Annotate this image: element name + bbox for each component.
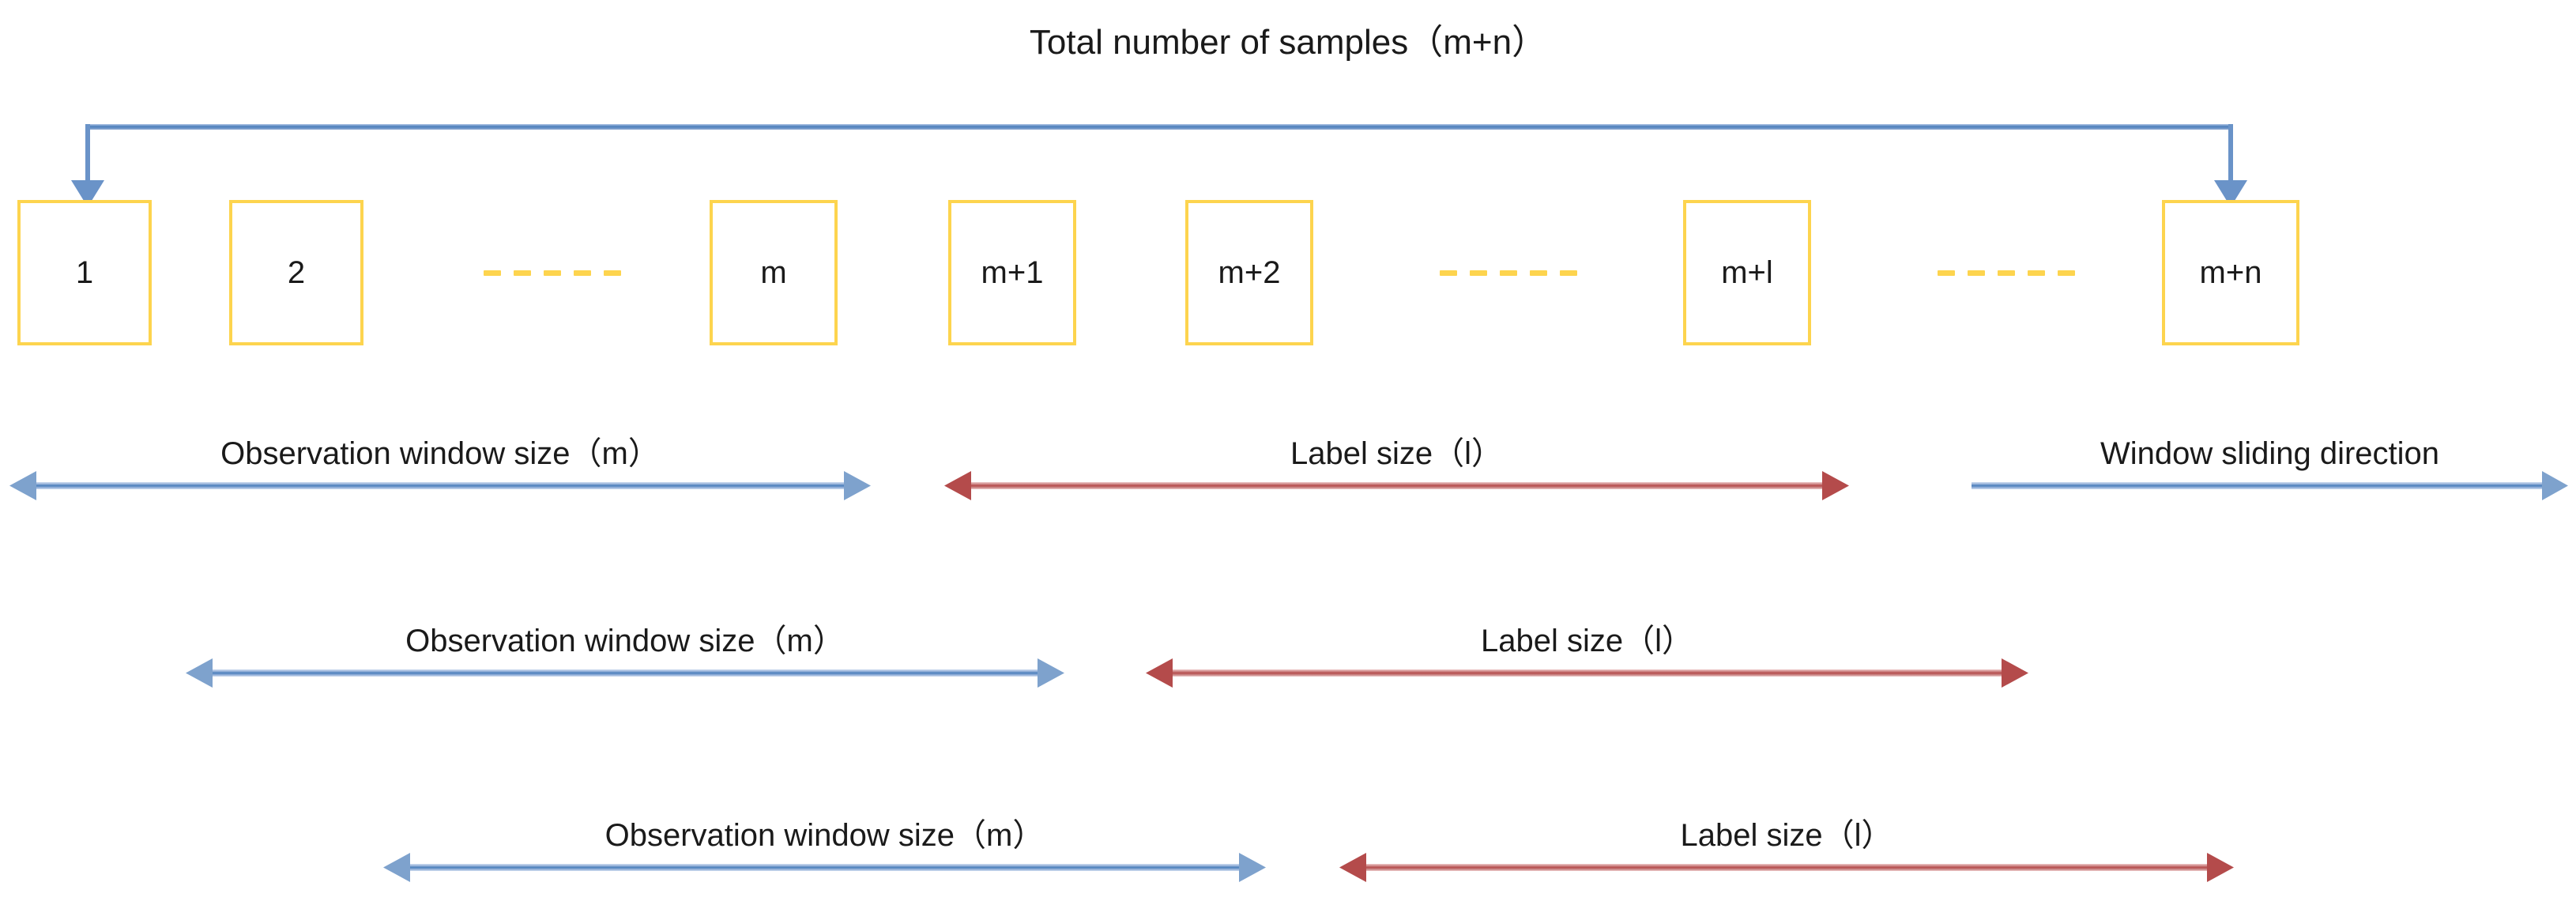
measure-r1-sliding-direction: Window sliding direction (1972, 436, 2568, 500)
dash-segment (544, 270, 561, 276)
measure-label: Observation window size（m） (405, 624, 845, 658)
sample-box-label: m+2 (1218, 255, 1281, 290)
ellipsis-2 (1440, 270, 1577, 276)
sample-box-label: m+l (1721, 255, 1773, 290)
sample-box-label: m+n (2199, 255, 2262, 290)
ellipsis-3 (1938, 270, 2075, 276)
sample-box-2: 2 (229, 200, 363, 345)
double-arrow-blue-icon (9, 471, 871, 500)
ellipsis-1 (484, 270, 621, 276)
diagram-title: Total number of samples（m+n） (1029, 23, 1547, 62)
double-arrow-blue-icon (186, 658, 1064, 688)
dash-segment (514, 270, 531, 276)
dash-segment (1440, 270, 1457, 276)
dash-segment (484, 270, 501, 276)
measure-label: Label size（l） (1680, 818, 1893, 853)
sample-box-m-plus-l: m+l (1683, 200, 1811, 345)
sample-box-label: 2 (287, 255, 306, 290)
sample-box-m: m (710, 200, 838, 345)
measure-r3-label-size: Label size（l） (1339, 818, 2234, 882)
dash-segment (1968, 270, 1985, 276)
double-arrow-red-icon (944, 471, 1849, 500)
dash-segment (1560, 270, 1577, 276)
sample-box-label: m (760, 255, 787, 290)
sample-box-label: m+1 (981, 255, 1044, 290)
sample-box-m-plus-n: m+n (2162, 200, 2299, 345)
measure-r2-observation-window: Observation window size（m） (186, 624, 1064, 688)
dash-segment (1470, 270, 1487, 276)
measure-r1-observation-window: Observation window size（m） (9, 436, 871, 500)
measure-label: Observation window size（m） (220, 436, 660, 471)
dash-segment (2058, 270, 2075, 276)
double-arrow-blue-icon (383, 853, 1266, 882)
right-arrow-blue-icon (1972, 471, 2568, 500)
dash-segment (2028, 270, 2045, 276)
measure-label: Label size（l） (1290, 436, 1503, 471)
double-arrow-red-icon (1146, 658, 2028, 688)
measure-label: Window sliding direction (2100, 436, 2440, 471)
dash-segment (574, 270, 591, 276)
dash-segment (604, 270, 621, 276)
dash-segment (1998, 270, 2015, 276)
measure-r1-label-size: Label size（l） (944, 436, 1849, 500)
measure-r3-observation-window: Observation window size（m） (383, 818, 1266, 882)
total-samples-bracket (71, 124, 2247, 207)
dash-segment (1500, 270, 1517, 276)
dash-segment (1530, 270, 1547, 276)
sample-box-label: 1 (75, 255, 94, 290)
measure-label: Observation window size（m） (604, 818, 1045, 853)
measure-r2-label-size: Label size（l） (1146, 624, 2028, 688)
sample-box-m-plus-2: m+2 (1185, 200, 1313, 345)
sample-box-1: 1 (17, 200, 152, 345)
dash-segment (1938, 270, 1955, 276)
sample-box-m-plus-1: m+1 (948, 200, 1076, 345)
measure-label: Label size（l） (1480, 624, 1693, 658)
double-arrow-red-icon (1339, 853, 2234, 882)
